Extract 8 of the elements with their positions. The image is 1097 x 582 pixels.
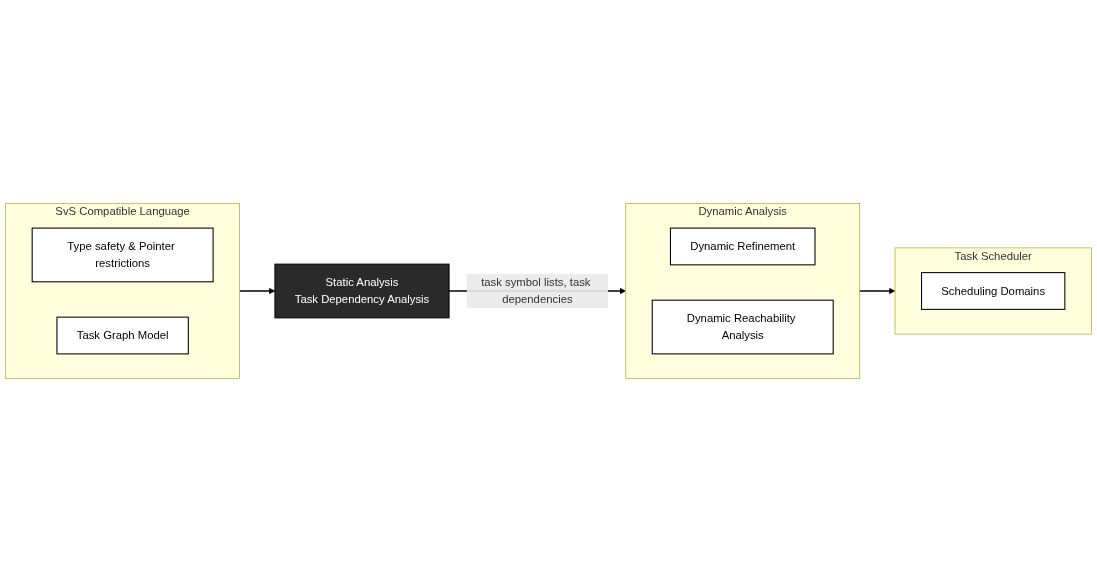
node-box: Scheduling Domains — [921, 272, 1066, 310]
arrow — [859, 287, 896, 295]
node-box: Type safety & Pointer restrictions — [31, 227, 214, 283]
edge-label: task symbol lists, task dependencies — [481, 276, 591, 306]
node-box: Dynamic Refinement — [669, 227, 816, 266]
node-box: Task Graph Model — [56, 316, 189, 355]
node-box: Static Analysis Task Dependency Analysis — [274, 263, 450, 319]
node-box: Dynamic Reachability Analysis — [651, 299, 834, 355]
